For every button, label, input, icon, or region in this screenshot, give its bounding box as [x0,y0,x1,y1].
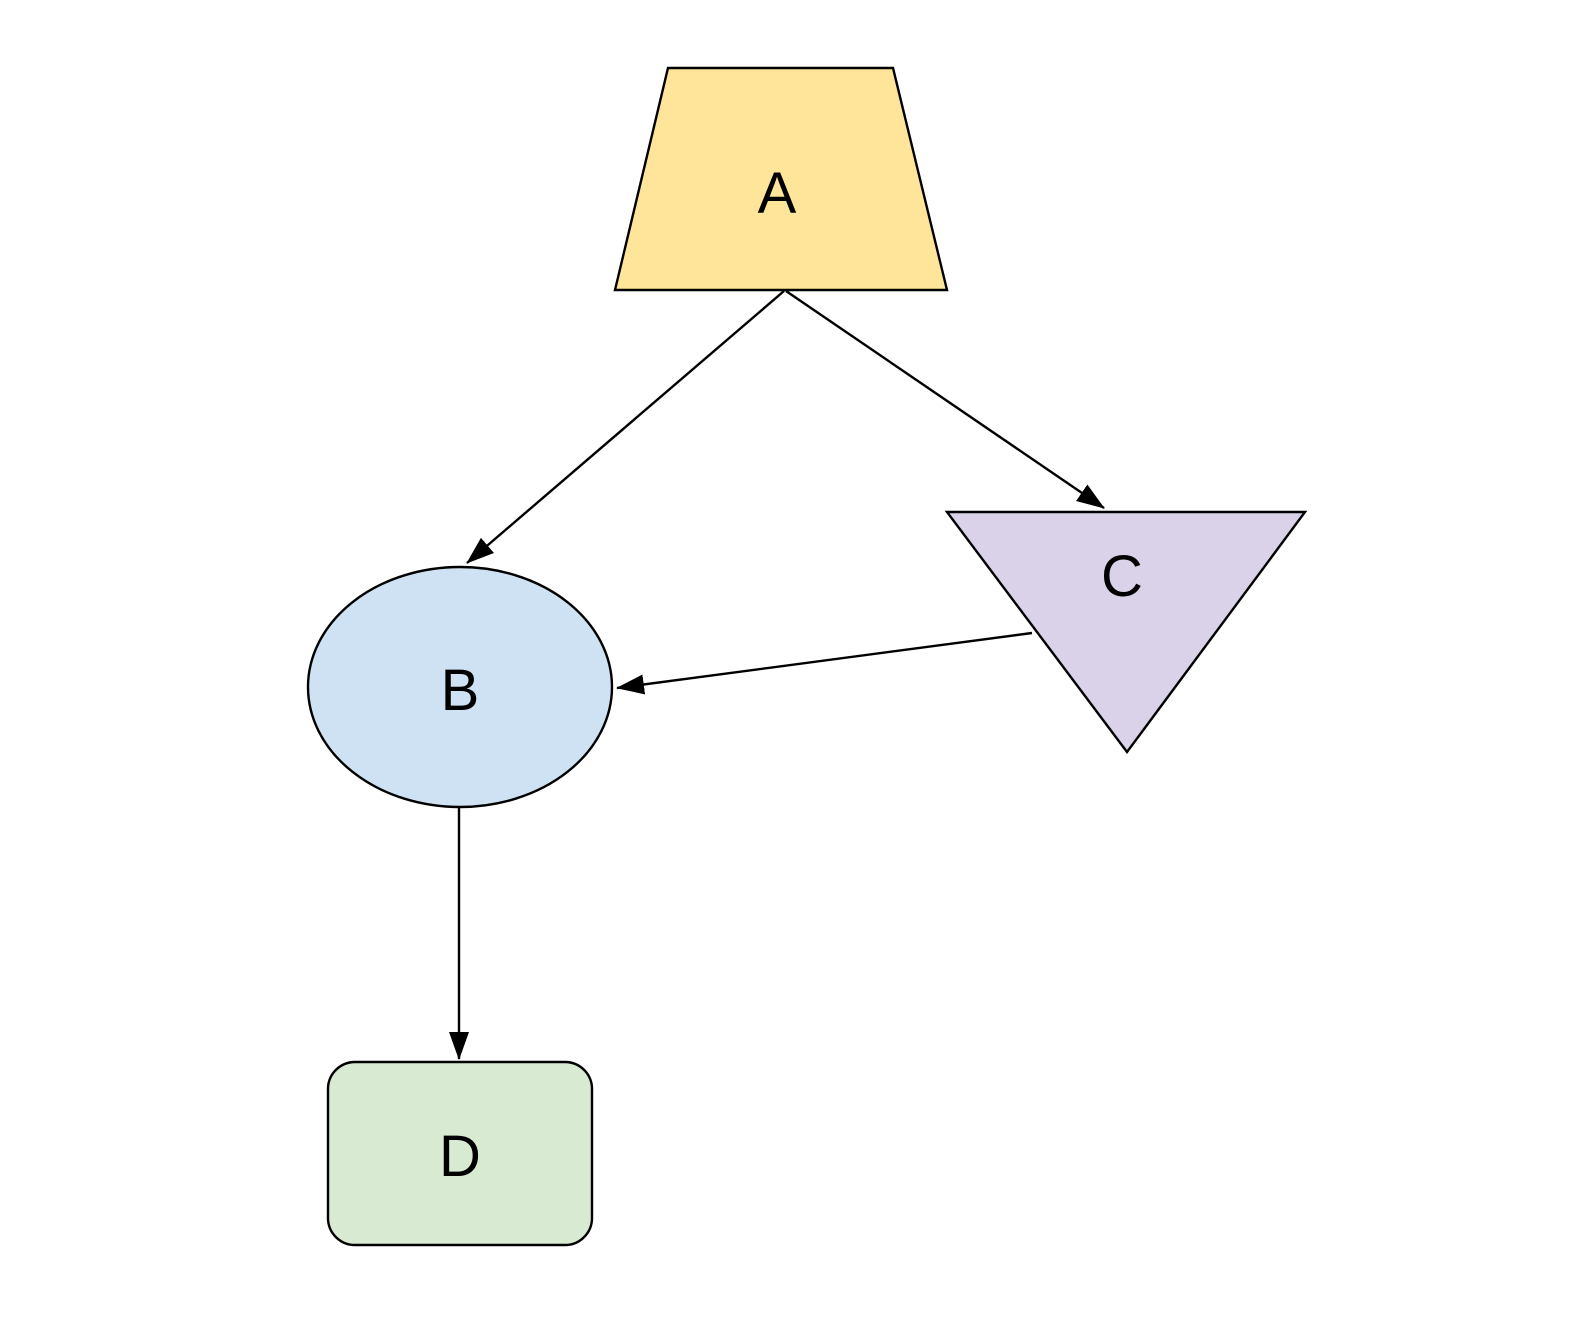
edges-layer [449,290,1105,1060]
node-C-label: C [1101,544,1143,609]
node-B-shape [306,565,614,809]
node-A: A [613,66,949,292]
edge-A-to-B [466,290,785,564]
node-D-shape [326,1060,594,1247]
node-C: C [944,510,1308,755]
node-B-label: B [441,658,480,723]
node-A-shape [613,66,949,292]
node-D: D [326,1060,594,1247]
nodes-layer: A B C D [306,66,1308,1247]
node-B: B [306,565,614,809]
edge-C-to-B [616,631,1033,695]
node-C-shape [944,510,1308,755]
node-A-label: A [758,161,797,226]
node-D-label: D [439,1124,481,1189]
edge-A-to-C [785,290,1105,509]
